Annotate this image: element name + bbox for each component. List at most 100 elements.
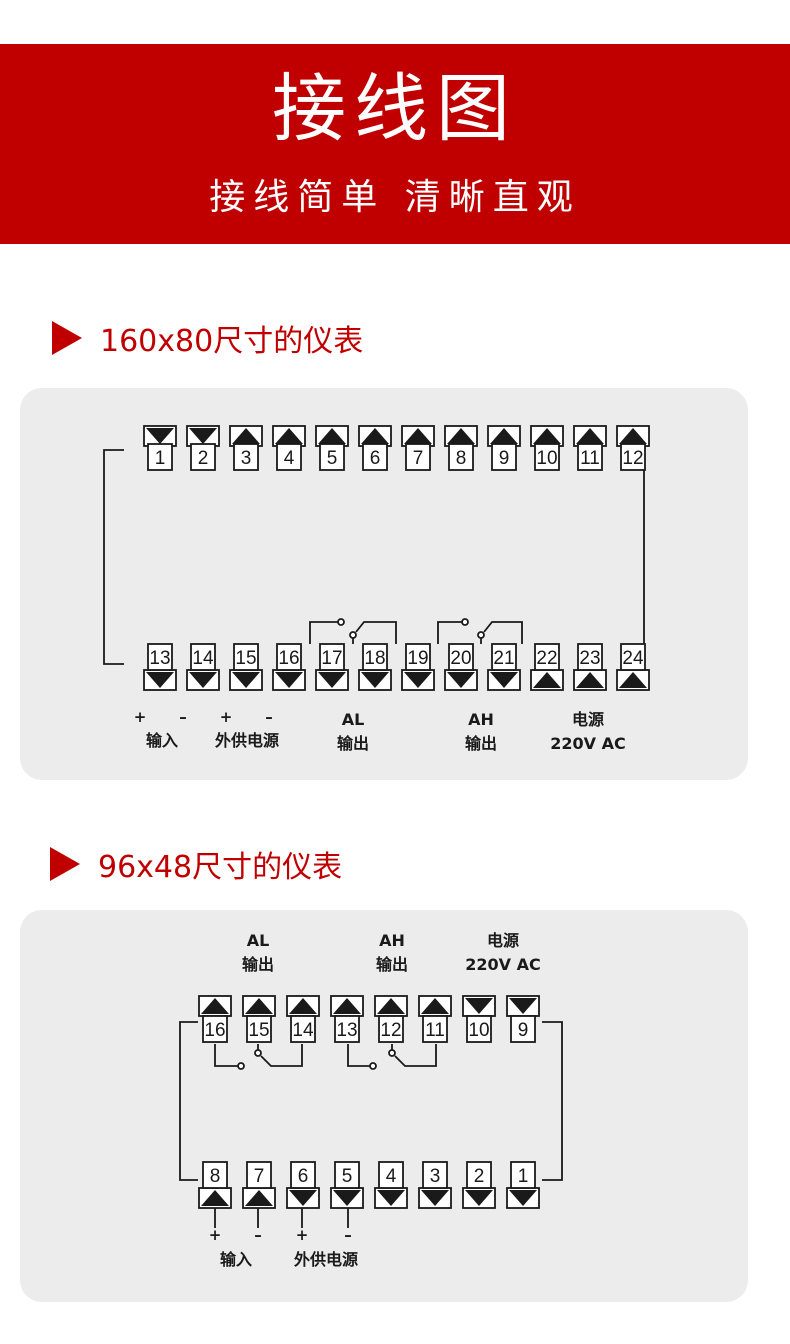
bottom-terminal-13: 13 bbox=[143, 643, 177, 691]
al-relay-wire-left bbox=[309, 621, 338, 644]
al-relay-contact bbox=[254, 1049, 262, 1057]
arrow-up-icon bbox=[490, 428, 518, 444]
arrow-up-icon bbox=[576, 672, 604, 688]
arrow-up-icon bbox=[201, 998, 229, 1014]
ah-label: AH bbox=[468, 710, 494, 729]
play-triangle-icon bbox=[50, 847, 80, 881]
arrow-down-icon bbox=[289, 1190, 317, 1206]
bottom-terminal-7: 7 bbox=[242, 1161, 276, 1209]
bottom-terminal-17: 17 bbox=[315, 643, 349, 691]
terminal-number-box bbox=[534, 643, 560, 671]
top-terminal-9: 9 bbox=[506, 995, 540, 1043]
top-terminal-1: 1 bbox=[143, 425, 177, 471]
power-label: 电源 bbox=[572, 710, 604, 729]
terminal-number: 15 bbox=[248, 1020, 269, 1041]
terminal-number: 16 bbox=[204, 1020, 225, 1041]
input-label: 输入 bbox=[146, 731, 178, 750]
top-terminal-2: 2 bbox=[186, 425, 220, 471]
al-relay-contact bbox=[237, 1062, 245, 1070]
section2-title: 96x48尺寸的仪表 bbox=[98, 850, 343, 885]
ah-output-label: 输出 bbox=[376, 955, 408, 974]
header-banner bbox=[0, 44, 790, 244]
top-terminal-14: 14 bbox=[286, 995, 320, 1043]
terminal-number-box bbox=[202, 1161, 228, 1189]
terminal-number: 20 bbox=[450, 648, 471, 669]
terminal-number-box bbox=[577, 643, 603, 671]
top-terminal-16: 16 bbox=[198, 995, 232, 1043]
top-terminal-6: 6 bbox=[358, 425, 392, 471]
bottom-terminal-23: 23 bbox=[573, 643, 607, 691]
top-terminal-4: 4 bbox=[272, 425, 306, 471]
terminal-number-box bbox=[147, 643, 173, 671]
top-terminal-10: 10 bbox=[530, 425, 564, 471]
terminal-number: 8 bbox=[456, 448, 467, 469]
terminal-number-box bbox=[510, 1015, 536, 1043]
terminal-number-box bbox=[202, 1015, 228, 1043]
bottom-terminal-14: 14 bbox=[186, 643, 220, 691]
arrow-down-icon bbox=[465, 998, 493, 1014]
arrow-down-icon bbox=[361, 672, 389, 688]
ah-relay-contact bbox=[461, 618, 469, 626]
arrow-down-icon bbox=[189, 672, 217, 688]
supply-minus-label: – bbox=[344, 1226, 352, 1244]
arrow-down-icon bbox=[318, 672, 346, 688]
top-terminal-3: 3 bbox=[229, 425, 263, 471]
input-plus-label: + bbox=[209, 1226, 222, 1244]
arrow-up-icon bbox=[619, 428, 647, 444]
terminal-number: 18 bbox=[364, 648, 385, 669]
loop-wire-left bbox=[179, 1021, 198, 1181]
terminal-number-box bbox=[577, 443, 603, 471]
arrow-up-icon bbox=[318, 428, 346, 444]
power-spec-label: 220V AC bbox=[465, 955, 540, 974]
arrow-down-icon bbox=[404, 672, 432, 688]
terminal-number: 13 bbox=[149, 648, 170, 669]
bottom-terminal-1: 1 bbox=[506, 1161, 540, 1209]
top-terminal-15: 15 bbox=[242, 995, 276, 1043]
al-relay-switch bbox=[260, 1044, 303, 1067]
arrow-down-icon bbox=[333, 1190, 361, 1206]
terminal-number: 15 bbox=[235, 648, 256, 669]
arrow-up-icon bbox=[361, 428, 389, 444]
terminal-number: 14 bbox=[292, 1020, 314, 1041]
terminal-number-box bbox=[466, 1015, 492, 1043]
ah-relay-contact bbox=[369, 1062, 377, 1070]
bottom-terminal-15: 15 bbox=[229, 643, 263, 691]
terminal-number-box bbox=[422, 1161, 448, 1189]
loop-wire-right bbox=[542, 1021, 563, 1181]
terminal-number-box bbox=[334, 1015, 360, 1043]
terminal-number-box bbox=[448, 443, 474, 471]
arrow-down-icon bbox=[377, 1190, 405, 1206]
top-terminal-7: 7 bbox=[401, 425, 435, 471]
terminal-number-box bbox=[319, 643, 345, 671]
bottom-terminal-2: 2 bbox=[462, 1161, 496, 1209]
arrow-up-icon bbox=[232, 428, 260, 444]
play-triangle-icon bbox=[52, 321, 82, 355]
al-label: AL bbox=[342, 710, 365, 729]
terminal-number: 13 bbox=[336, 1020, 357, 1041]
arrow-up-icon bbox=[533, 428, 561, 444]
arrow-up-icon bbox=[201, 1190, 229, 1206]
terminal-number: 11 bbox=[580, 448, 600, 469]
terminal-number: 10 bbox=[536, 448, 557, 469]
terminal-number: 8 bbox=[210, 1166, 221, 1187]
terminal-number: 1 bbox=[518, 1166, 529, 1187]
bottom-terminal-19: 19 bbox=[401, 643, 435, 691]
terminal-number-box bbox=[290, 1161, 316, 1189]
terminal-number-box bbox=[147, 443, 173, 471]
arrow-down-icon bbox=[509, 1190, 537, 1206]
terminal-number-box bbox=[491, 643, 517, 671]
terminal-number-box bbox=[233, 643, 259, 671]
arrow-up-icon bbox=[421, 998, 449, 1014]
terminal-number-box bbox=[334, 1161, 360, 1189]
supply-plus-label: + bbox=[296, 1226, 309, 1244]
arrow-up-icon bbox=[447, 428, 475, 444]
top-terminal-8: 8 bbox=[444, 425, 478, 471]
terminal-number: 14 bbox=[192, 648, 214, 669]
terminal-number-box bbox=[276, 443, 302, 471]
bottom-terminal-18: 18 bbox=[358, 643, 392, 691]
terminal-number: 3 bbox=[430, 1166, 441, 1187]
arrow-down-icon bbox=[465, 1190, 493, 1206]
